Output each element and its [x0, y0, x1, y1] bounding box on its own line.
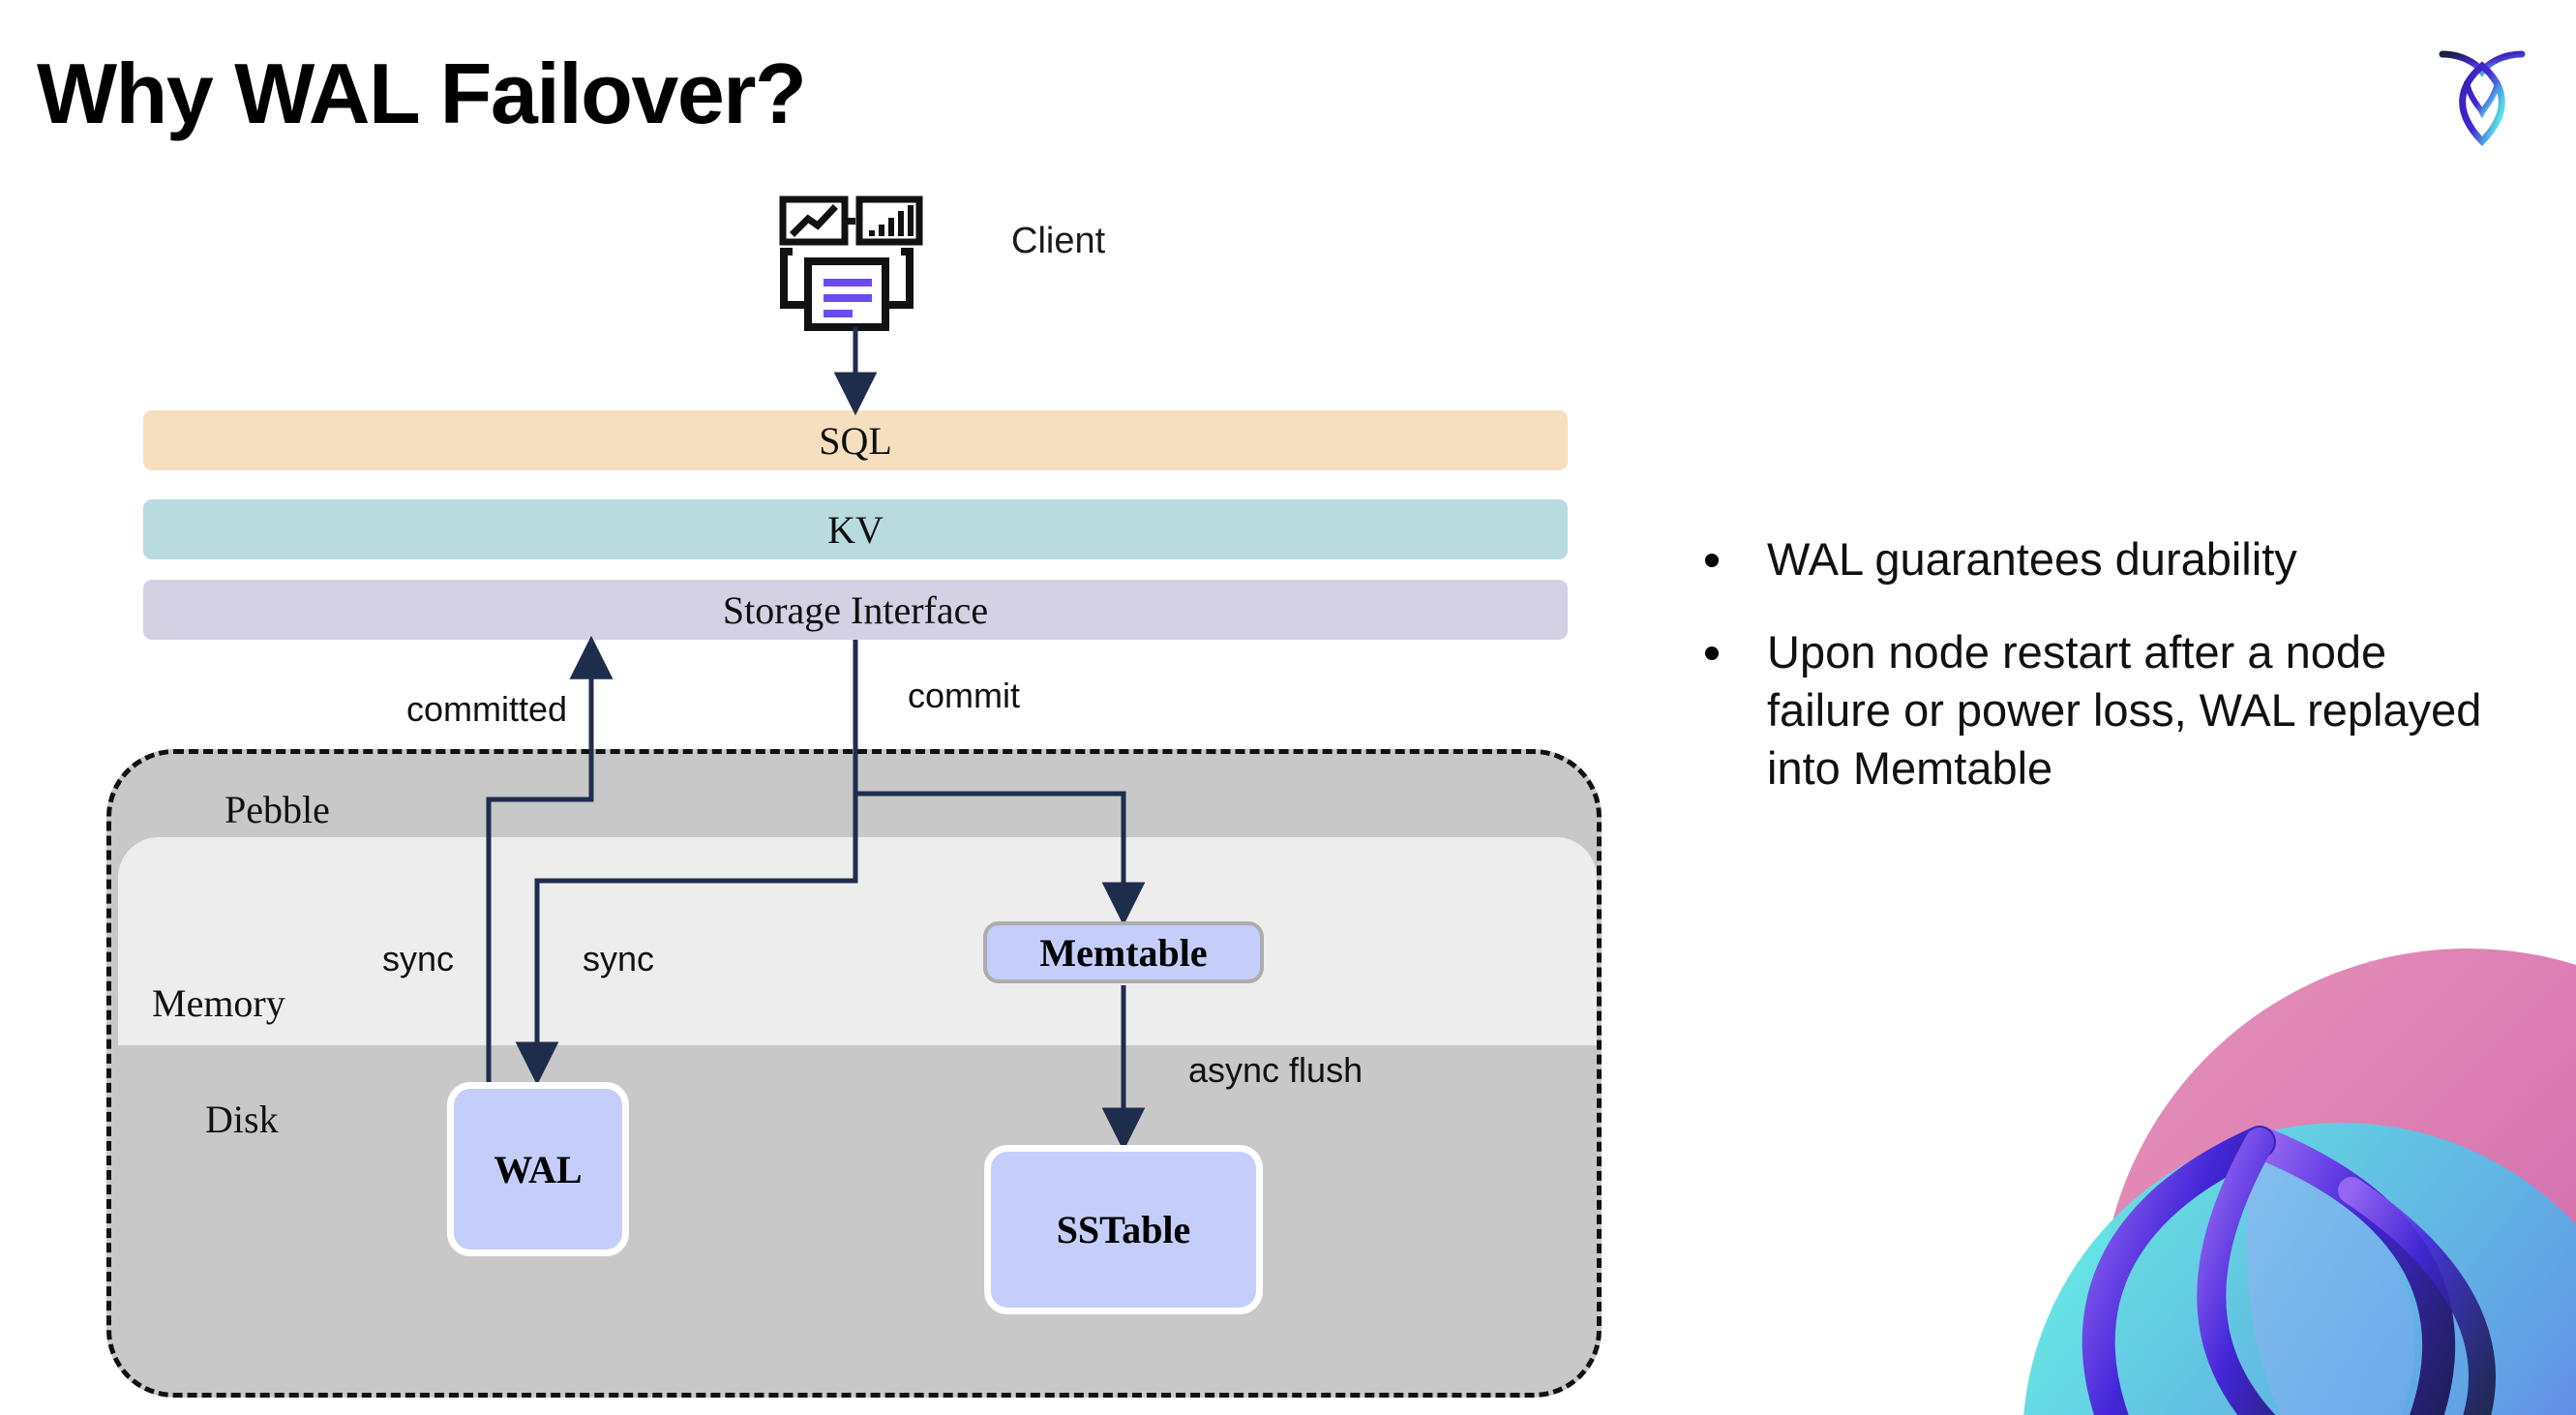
bullet-dot-icon	[1705, 554, 1719, 567]
client-label: Client	[1011, 221, 1106, 261]
edge-label-sync-left: sync	[382, 939, 455, 978]
layer-label-sql: SQL	[819, 418, 892, 463]
layer-bar-kv: KV	[143, 499, 1568, 559]
bullet-text: WAL guarantees durability	[1767, 533, 2297, 585]
edge-label-async-flush: async flush	[1188, 1050, 1363, 1090]
node-wal: WAL	[447, 1082, 629, 1256]
cockroachdb-logo-icon	[2421, 29, 2543, 151]
node-label-sstable: SSTable	[1056, 1208, 1191, 1251]
edge-label-committed: committed	[406, 689, 568, 729]
node-label-wal: WAL	[494, 1147, 583, 1191]
layer-label-kv: KV	[827, 507, 884, 552]
disk-label: Disk	[205, 1098, 279, 1141]
page-title: Why WAL Failover?	[37, 45, 807, 141]
layer-bar-sql: SQL	[143, 410, 1568, 470]
layer-label-storage: Storage Interface	[722, 587, 989, 632]
bullet-dot-icon	[1705, 647, 1719, 661]
memory-region	[118, 837, 1597, 1045]
client-dashboard-icon	[769, 194, 924, 334]
memory-label: Memory	[152, 981, 285, 1025]
node-memtable: Memtable	[983, 921, 1264, 983]
edge-label-commit: commit	[908, 676, 1020, 715]
list-item: WAL guarantees durability	[1705, 530, 2508, 588]
node-sstable: SSTable	[984, 1145, 1263, 1314]
list-item: Upon node restart after a node failure o…	[1705, 623, 2508, 798]
bullet-text: Upon node restart after a node failure o…	[1767, 626, 2482, 795]
node-label-memtable: Memtable	[1039, 930, 1208, 975]
pebble-label: Pebble	[225, 788, 330, 831]
bullet-list: WAL guarantees durability Upon node rest…	[1705, 530, 2508, 833]
edge-label-sync-right: sync	[583, 939, 655, 978]
layer-bar-storage: Storage Interface	[143, 580, 1568, 640]
decorative-logo-graphic	[1926, 900, 2576, 1415]
